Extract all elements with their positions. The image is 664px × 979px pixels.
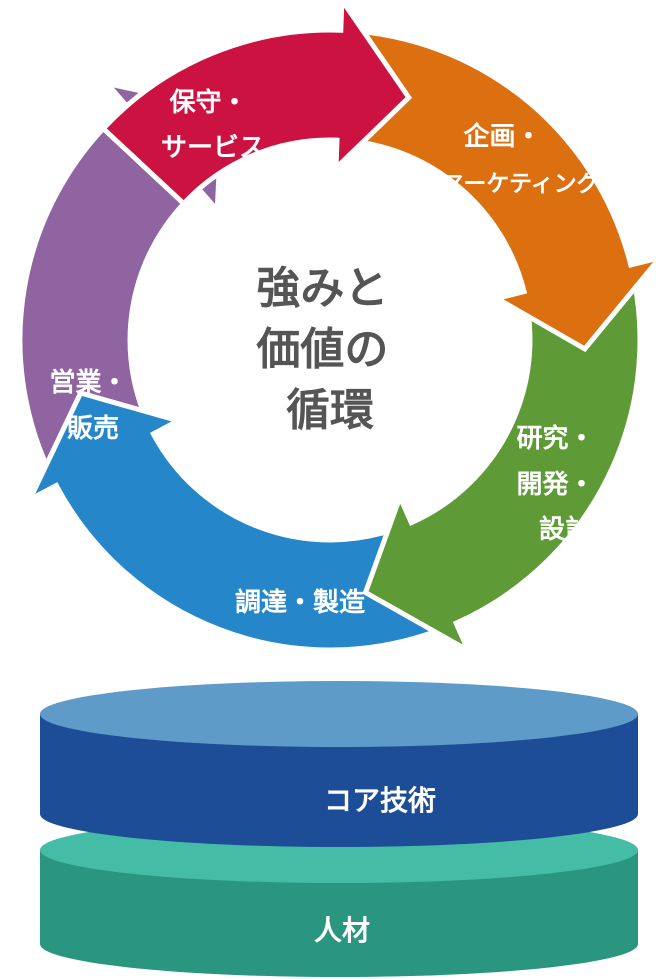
label-rnd: 研究・ 開発・ 設計 <box>516 423 603 545</box>
label-maintenance-line-2: サービス <box>161 133 265 163</box>
arrow-production <box>24 390 440 653</box>
label-sales: 営業・ 販売 <box>49 368 136 444</box>
label-rnd-line-1: 研究・ <box>516 423 594 454</box>
core-disc-top <box>40 681 638 747</box>
label-planning-line-1: 企画・ <box>463 121 541 152</box>
label-maintenance-line-1: 保守・ <box>168 87 247 118</box>
label-rnd-line-2: 開発・ <box>516 470 594 500</box>
cycle-center-label: 強みと 価値の 循環 <box>255 263 403 436</box>
people-label: 人材 <box>314 914 370 947</box>
core-label: コア技術 <box>324 784 436 817</box>
label-planning-line-2: マーケティング <box>440 170 599 197</box>
arrow-rnd <box>362 241 643 657</box>
center-label-line-1: 強みと <box>256 263 388 314</box>
label-maintenance: 保守・ サービス <box>161 87 265 163</box>
label-planning: 企画・ マーケティング <box>440 121 599 197</box>
label-rnd-line-3: 設計 <box>539 514 591 545</box>
center-label-line-2: 価値の <box>255 324 388 375</box>
foundation-core-disc: コア技術 <box>40 681 638 847</box>
center-label-line-3: 循環 <box>286 385 374 436</box>
label-sales-line-2: 販売 <box>67 414 119 444</box>
core-disc-side <box>40 714 638 847</box>
arrow-planning <box>327 27 664 353</box>
arrow-maintenance <box>99 0 413 208</box>
label-production: 調達・製造 <box>235 587 365 618</box>
cycle-arrows <box>17 0 664 657</box>
label-sales-line-1: 営業・ <box>49 368 127 398</box>
label-production-line-1: 調達・製造 <box>235 587 365 618</box>
people-disc-side <box>40 850 638 977</box>
